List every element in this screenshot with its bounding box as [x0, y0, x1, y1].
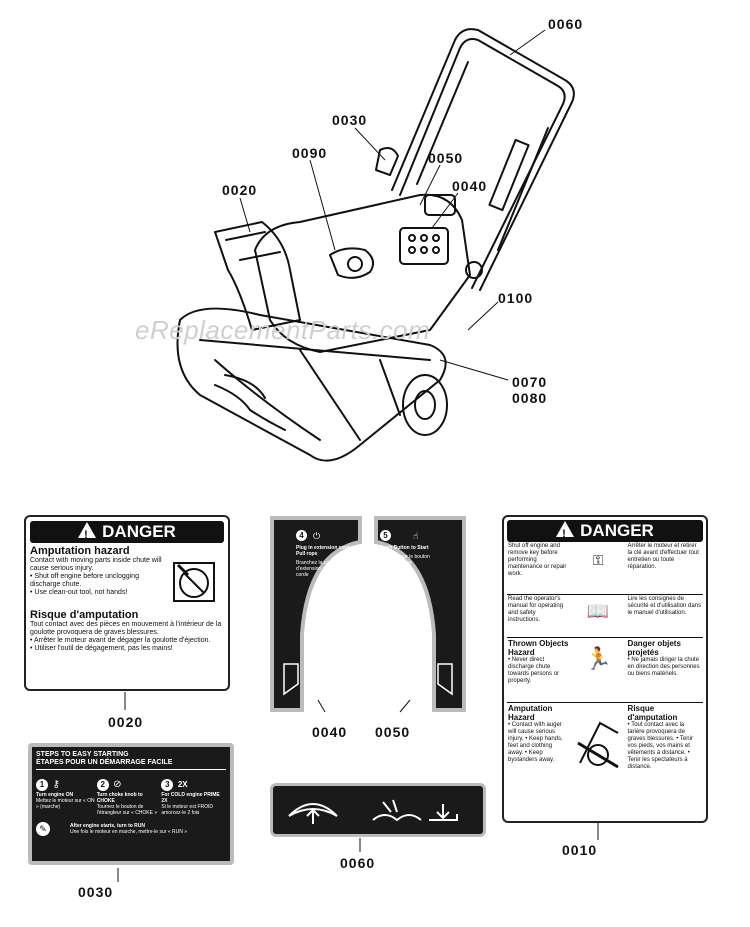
key-icon: ⚿	[592, 552, 604, 568]
callout-0090: 0090	[292, 145, 328, 161]
title-fr: ÉTAPES POUR UN DÉMARRAGE FACILE	[36, 759, 226, 770]
foot-fr: Une fois le moteur en marche, mettre-le …	[70, 829, 187, 835]
danger-header: DANGER	[30, 521, 224, 546]
key-switch-icon: ⚷	[52, 779, 60, 790]
arrow-up-icon	[306, 808, 320, 824]
decal-0040-text: 4 ⏻ Plug in extension cord or Pull rope …	[296, 530, 356, 578]
decal-0040-en: Plug in extension cord or Pull rope	[296, 545, 357, 557]
r3-en: • Never direct discharge chute towards p…	[508, 657, 560, 684]
snowblower-illustration	[176, 28, 575, 462]
step-2-badge: 2	[96, 779, 109, 791]
thrown-object-icon: 🏃	[584, 646, 612, 671]
r4-title-fr: Risque d'amputation	[627, 704, 678, 722]
step-1-badge: 1	[36, 779, 48, 791]
r2-fr: Lire les consignes de sécurité et d'util…	[627, 596, 702, 616]
arrow-down-icon	[436, 804, 450, 820]
row-amputation: Amputation Hazard • Contact with auger w…	[507, 703, 703, 799]
callout-0040-decal: 0040	[312, 724, 348, 740]
callout-0060-decal: 0060	[340, 855, 376, 871]
r3-title-fr: Danger objets projetés	[627, 639, 681, 657]
decal-0050-text: 5 ☝ Push Button to Start Appuyez sur le …	[380, 530, 440, 566]
callout-0050-decal: 0050	[375, 724, 411, 740]
decal-0060-handle	[270, 783, 486, 837]
engine-housing	[254, 193, 471, 353]
decal-0020-danger: DANGER Amputation hazard Contact with mo…	[24, 515, 230, 691]
decal-0030-starting: STEPS TO EASY STARTING ÉTAPES POUR UN DÉ…	[28, 743, 234, 865]
decal-0010-danger: DANGER Shut off engine and remove key be…	[502, 515, 708, 823]
danger-header: DANGER	[507, 520, 703, 545]
callout-0020-decal: 0020	[108, 714, 144, 730]
r1-fr: Arrêter le moteur et retirer la clé avan…	[627, 543, 699, 570]
run-icon: ✎	[36, 822, 50, 836]
hand-in-chute-icon	[173, 562, 215, 602]
decal-0040-fr: Branchez la cordon d'extension ou tirer …	[296, 560, 344, 578]
s3-en: For COLD engine PRIME 2X	[161, 792, 220, 804]
auger-icon	[372, 814, 422, 822]
callout-0060: 0060	[548, 16, 584, 32]
danger-header-label: DANGER	[580, 521, 654, 540]
bullet1-en: • Shut off engine before unclogging disc…	[30, 573, 139, 588]
title-en: Amputation hazard	[30, 545, 130, 557]
s3-fr: Si le moteur est FROID amorcez-le 2 fois	[161, 804, 214, 816]
callout-0070: 0070	[512, 374, 548, 390]
r4-en: • Contact with auger will cause serious …	[508, 722, 563, 763]
title-en: STEPS TO EASY STARTING	[36, 751, 129, 758]
callout-0100: 0100	[498, 290, 534, 306]
callout-0010-decal: 0010	[562, 842, 598, 858]
step-4-badge: 4	[296, 530, 307, 541]
callout-0020: 0020	[222, 182, 258, 198]
callout-0030-decal: 0030	[78, 884, 114, 900]
s2-fr: Tournez le bouton de l'étrangleur sur « …	[96, 804, 158, 816]
plug-icon: ⏻	[313, 530, 321, 541]
s2-en: Turn choke knob to CHOKE	[96, 792, 143, 804]
decal-0050-shape	[374, 516, 466, 712]
primer-icon: 2X	[177, 780, 188, 789]
callout-0040: 0040	[452, 178, 488, 194]
callout-0030: 0030	[332, 112, 368, 128]
handle-grip-icon	[288, 803, 338, 817]
choke-icon: ⊘	[113, 779, 122, 790]
bullet2-fr: • Utiliser l'outil de dégagement, pas le…	[30, 645, 173, 652]
step-5-badge: 5	[380, 530, 391, 541]
step-3-badge: 3	[161, 779, 174, 791]
auger-hazard-icon	[576, 721, 619, 769]
warning-triangle-icon	[556, 521, 575, 545]
push-button-icon: ☝	[413, 530, 419, 541]
wheel	[402, 374, 448, 436]
decal-0050-en: Push Button to Start	[380, 545, 429, 551]
decal-0050-fr: Appuyez sur le bouton pour démarrer	[380, 554, 430, 566]
callout-0050: 0050	[428, 150, 464, 166]
row-thrown-objects: Thrown Objects Hazard • Never direct dis…	[507, 638, 703, 703]
warning-triangle-icon	[78, 522, 97, 546]
watermark: eReplacementParts.com	[135, 315, 431, 345]
discharge-chute	[214, 221, 301, 331]
row-manual: Read the operator's manual for operating…	[507, 595, 703, 638]
r3-title-en: Thrown Objects Hazard	[508, 639, 569, 657]
handle	[391, 28, 575, 291]
body-en: Contact with moving parts inside chute w…	[30, 557, 162, 572]
title-fr: Risque d'amputation	[30, 609, 139, 621]
manual-book-icon: 📖	[586, 601, 610, 621]
bullet2-en: • Use clean-out tool, not hands!	[30, 589, 128, 596]
r4-title-en: Amputation Hazard	[508, 704, 553, 722]
body-fr: Tout contact avec des pièces en mouvemen…	[30, 621, 222, 636]
r3-fr: • Ne jamais diriger la chute en directio…	[627, 657, 700, 677]
decal-0040-shape	[270, 516, 362, 712]
r2-en: Read the operator's manual for operating…	[508, 596, 564, 623]
handle-decal-icons	[288, 799, 458, 824]
bullet1-fr: • Arrêter le moteur avant de dégager la …	[30, 637, 211, 644]
foot-en: After engine starts, turn to RUN	[70, 823, 146, 829]
r1-en: Shut off engine and remove key before pe…	[508, 543, 567, 577]
danger-header-label: DANGER	[102, 522, 176, 541]
r4-fr: • Tout contact avec la tarière provoquer…	[627, 722, 693, 770]
callout-0080: 0080	[512, 390, 548, 406]
s1-en: Turn engine ON	[36, 792, 74, 798]
s1-fr: Mettez le moteur sur « ON » (marche)	[36, 798, 95, 810]
row-shut-off: Shut off engine and remove key before pe…	[507, 542, 703, 595]
